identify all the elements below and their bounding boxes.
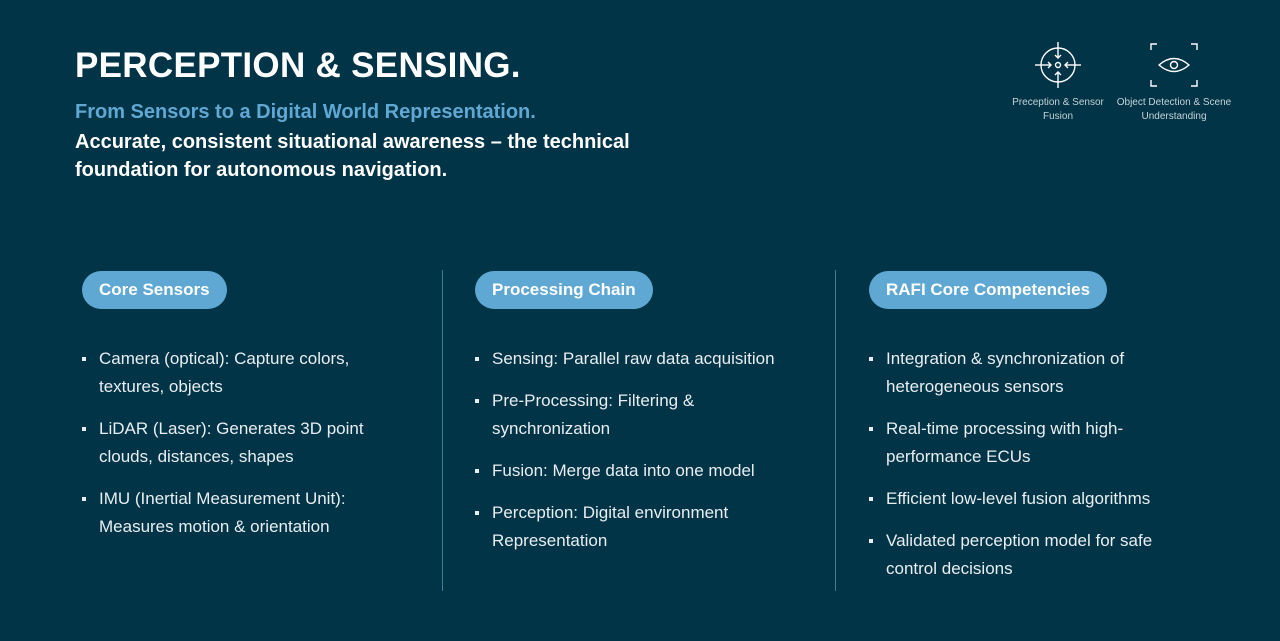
icon-label: Object Detection & Scene Understanding	[1116, 97, 1232, 122]
column-divider	[442, 270, 443, 591]
list-item: Sensing: Parallel raw data acquisition	[475, 345, 812, 373]
icon-label: Preception & Sensor Fusion	[1012, 97, 1104, 122]
column-heading: Processing Chain	[475, 271, 653, 309]
eye-frame-icon	[1150, 43, 1198, 87]
feature-sensor-fusion: Preception & Sensor Fusion	[1000, 40, 1116, 124]
column-processing-chain: Processing Chain Sensing: Parallel raw d…	[475, 271, 805, 569]
feature-icons: Preception & Sensor Fusion Object Detect…	[1000, 40, 1232, 124]
column-list: Sensing: Parallel raw data acquisition P…	[475, 345, 805, 555]
list-item: Integration & synchronization of heterog…	[869, 345, 1136, 401]
list-item: Fusion: Merge data into one model	[475, 457, 812, 485]
column-list: Camera (optical): Capture colors, textur…	[82, 345, 412, 541]
page-subtitle: From Sensors to a Digital World Represen…	[75, 101, 536, 123]
feature-object-detection: Object Detection & Scene Understanding	[1116, 40, 1232, 124]
list-item: Pre-Processing: Filtering & synchronizat…	[475, 387, 712, 443]
list-item: IMU (Inertial Measurement Unit): Measure…	[82, 485, 379, 541]
page-description: Accurate, consistent situational awarene…	[75, 131, 630, 181]
column-heading: RAFI Core Competencies	[869, 271, 1108, 309]
list-item: Camera (optical): Capture colors, textur…	[82, 345, 359, 401]
page-title: PERCEPTION & SENSING.	[75, 46, 521, 85]
crosshair-arrows-icon	[1035, 42, 1081, 88]
list-item: Perception: Digital environment Represen…	[475, 499, 762, 555]
column-core-sensors: Core Sensors Camera (optical): Capture c…	[82, 271, 412, 555]
list-item: Real-time processing with high-performan…	[869, 415, 1161, 471]
column-heading: Core Sensors	[82, 271, 227, 309]
column-rafi-competencies: RAFI Core Competencies Integration & syn…	[869, 271, 1199, 597]
column-divider	[835, 270, 836, 591]
list-item: LiDAR (Laser): Generates 3D point clouds…	[82, 415, 389, 471]
column-list: Integration & synchronization of heterog…	[869, 345, 1199, 583]
list-item: Validated perception model for safe cont…	[869, 527, 1191, 583]
list-item: Efficient low-level fusion algorithms	[869, 485, 1206, 513]
